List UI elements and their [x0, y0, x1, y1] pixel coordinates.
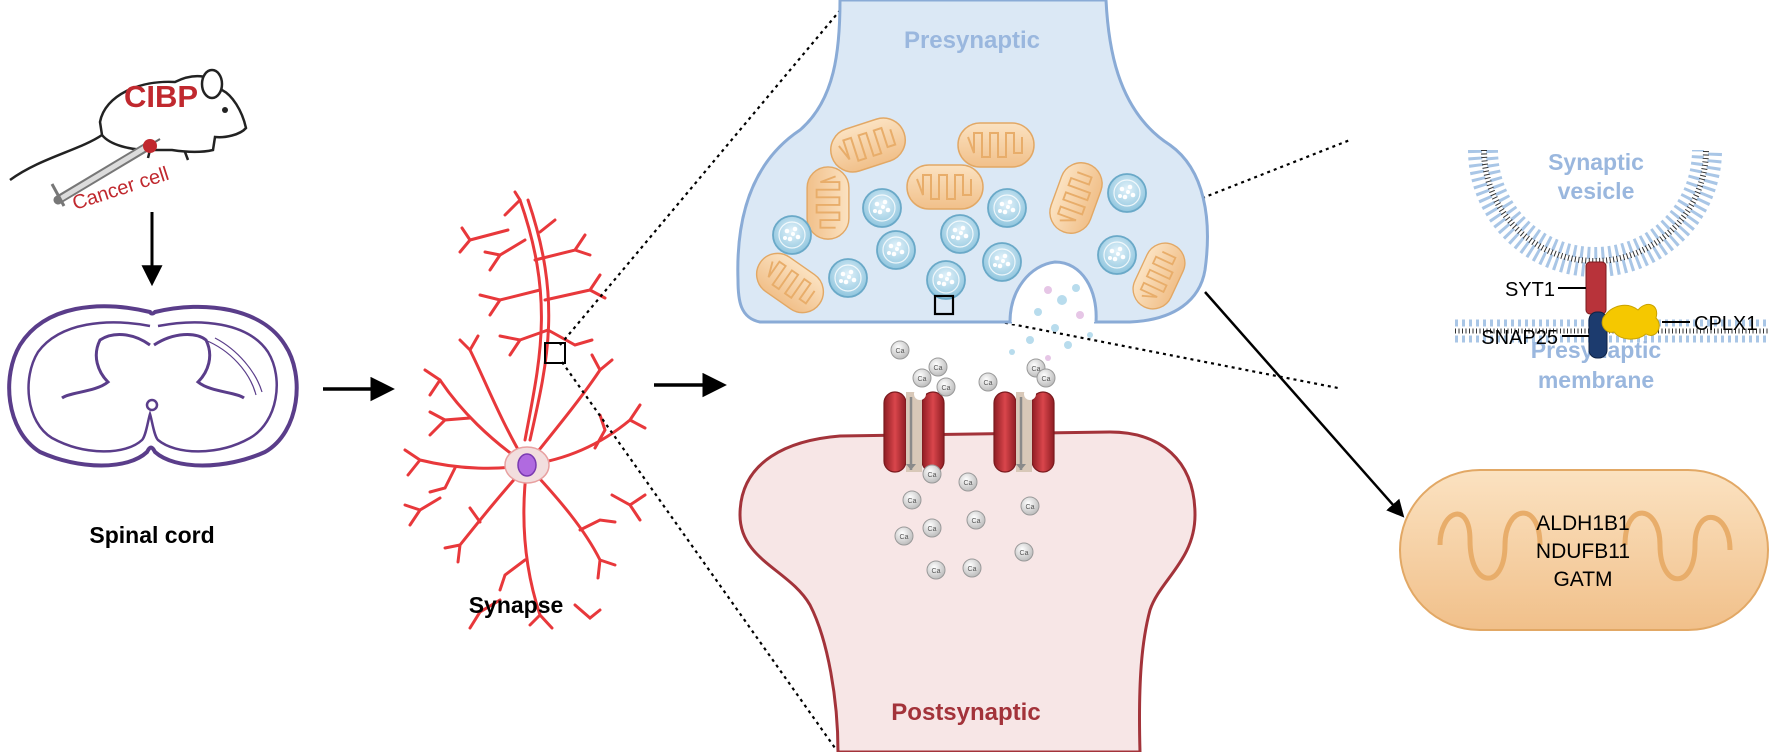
spinal-cord-label: Spinal cord [89, 522, 214, 548]
ca-label: Ca [918, 376, 927, 383]
spinal-cord-icon [7, 304, 299, 468]
ca-label: Ca [968, 566, 977, 573]
zoom-box [544, 342, 566, 364]
calcium-ion-labels: Ca Ca Ca Ca Ca Ca Ca Ca Ca Ca Ca Ca Ca C… [896, 348, 1051, 575]
protein-label-lines [1558, 287, 1690, 337]
cplx1-protein-icon [1601, 303, 1660, 340]
ca-label: Ca [900, 534, 909, 541]
ca-label: Ca [984, 380, 993, 387]
postsynaptic-label: Postsynaptic [891, 699, 1040, 726]
syt1-protein-icon [1585, 261, 1607, 315]
cancer-cell-label: Cancer cell [70, 163, 172, 215]
synaptic-vesicle-label-line2: vesicle [1558, 178, 1635, 204]
calcium-channel-icon [883, 388, 1055, 473]
neuron-icon [403, 190, 647, 630]
presynaptic-membrane-label-line2: membrane [1538, 367, 1654, 393]
ca-label: Ca [896, 348, 905, 355]
ca-label: Ca [908, 498, 917, 505]
injection-site-icon [143, 139, 157, 153]
ca-label: Ca [1032, 366, 1041, 373]
ca-label: Ca [1020, 550, 1029, 557]
synapse-label: Synapse [469, 592, 564, 618]
mitochondrion-detail-icon [1399, 469, 1769, 631]
ca-label: Ca [1042, 376, 1051, 383]
cibp-label: CIBP [124, 79, 198, 114]
synaptic-vesicle-label-line1: Synaptic [1548, 149, 1644, 175]
gene-ndufb11-label: NDUFB11 [1536, 540, 1630, 563]
syt1-label: SYT1 [1505, 279, 1555, 301]
presynaptic-label: Presynaptic [904, 27, 1040, 54]
gene-gatm-label: GATM [1553, 568, 1612, 591]
ca-label: Ca [928, 472, 937, 479]
synaptic-vesicle-membrane-icon [1468, 149, 1722, 277]
membrane-zoom-box [933, 294, 955, 316]
neurotransmitter-dots [1009, 284, 1093, 361]
cplx1-label: CPLX1 [1694, 313, 1757, 335]
ca-label: Ca [932, 568, 941, 575]
nucleus-icon [517, 453, 537, 477]
ca-label: Ca [964, 480, 973, 487]
ca-label: Ca [928, 526, 937, 533]
ca-label: Ca [972, 518, 981, 525]
ca-label: Ca [1026, 504, 1035, 511]
ca-label: Ca [934, 365, 943, 372]
postsynaptic-terminal [738, 430, 1197, 752]
arrow-icon [1204, 291, 1405, 518]
exocytosis-pocket [1008, 260, 1098, 323]
snap25-label: SNAP25 [1481, 327, 1558, 349]
gene-aldh1b1-label: ALDH1B1 [1536, 512, 1629, 535]
ca-label: Ca [942, 385, 951, 392]
